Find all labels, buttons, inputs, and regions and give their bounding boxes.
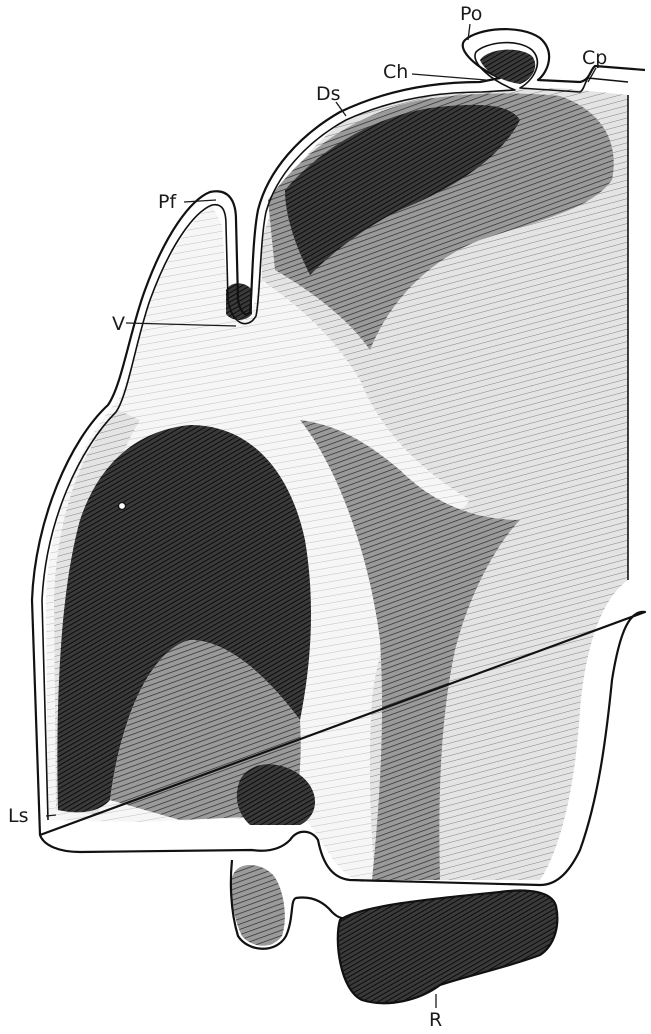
label-r: R	[429, 1009, 442, 1031]
label-ls: Ls	[8, 805, 28, 827]
label-v: V	[112, 313, 125, 335]
label-cp: Cp	[582, 47, 607, 69]
label-po: Po	[460, 3, 482, 25]
label-pf: Pf	[158, 191, 177, 213]
label-ds: Ds	[316, 83, 341, 105]
label-ch: Ch	[383, 61, 408, 83]
r-lobe	[338, 891, 558, 1004]
marker-dot	[119, 503, 126, 510]
leader-pf	[184, 200, 216, 202]
leader-ch	[412, 74, 486, 80]
lower-left-lobe	[231, 865, 284, 946]
pocket-fold	[480, 50, 535, 84]
